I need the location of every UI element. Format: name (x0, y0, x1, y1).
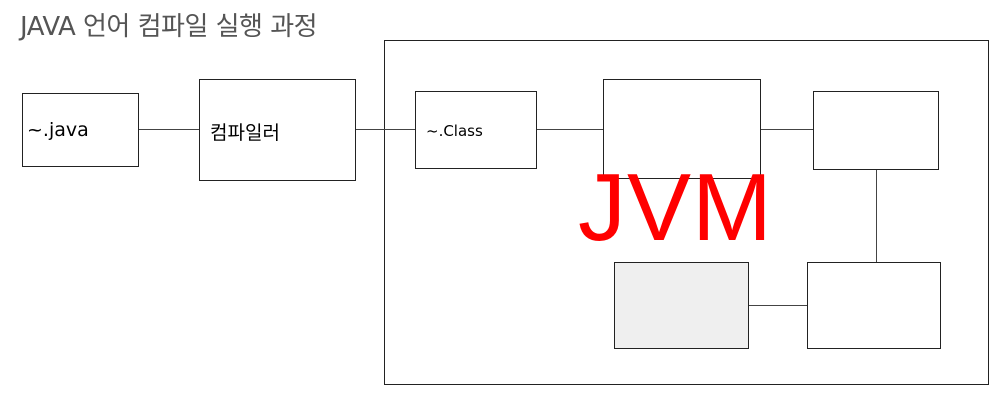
jvm-label: JVM (578, 154, 773, 261)
class-file-label: ~.Class (426, 122, 483, 140)
jvm-block-2 (813, 91, 939, 170)
java-source-label: ~.java (27, 119, 89, 141)
jvm-block-gray (614, 262, 749, 349)
connector-gray-block3 (748, 305, 807, 306)
java-source-box: ~.java (22, 93, 139, 167)
connector-block2-block3 (876, 169, 877, 262)
connector-compiler-class (355, 129, 415, 130)
class-file-box: ~.Class (415, 91, 537, 169)
connector-block1-block2 (760, 129, 813, 130)
compiler-label: 컴파일러 (210, 122, 280, 144)
jvm-block-3 (807, 262, 941, 349)
compiler-box: 컴파일러 (199, 79, 356, 181)
connector-java-compiler (138, 129, 199, 130)
jvm-block-1 (603, 79, 761, 179)
diagram-title: JAVA 언어 컴파일 실행 과정 (20, 12, 318, 42)
connector-class-block1 (536, 129, 603, 130)
